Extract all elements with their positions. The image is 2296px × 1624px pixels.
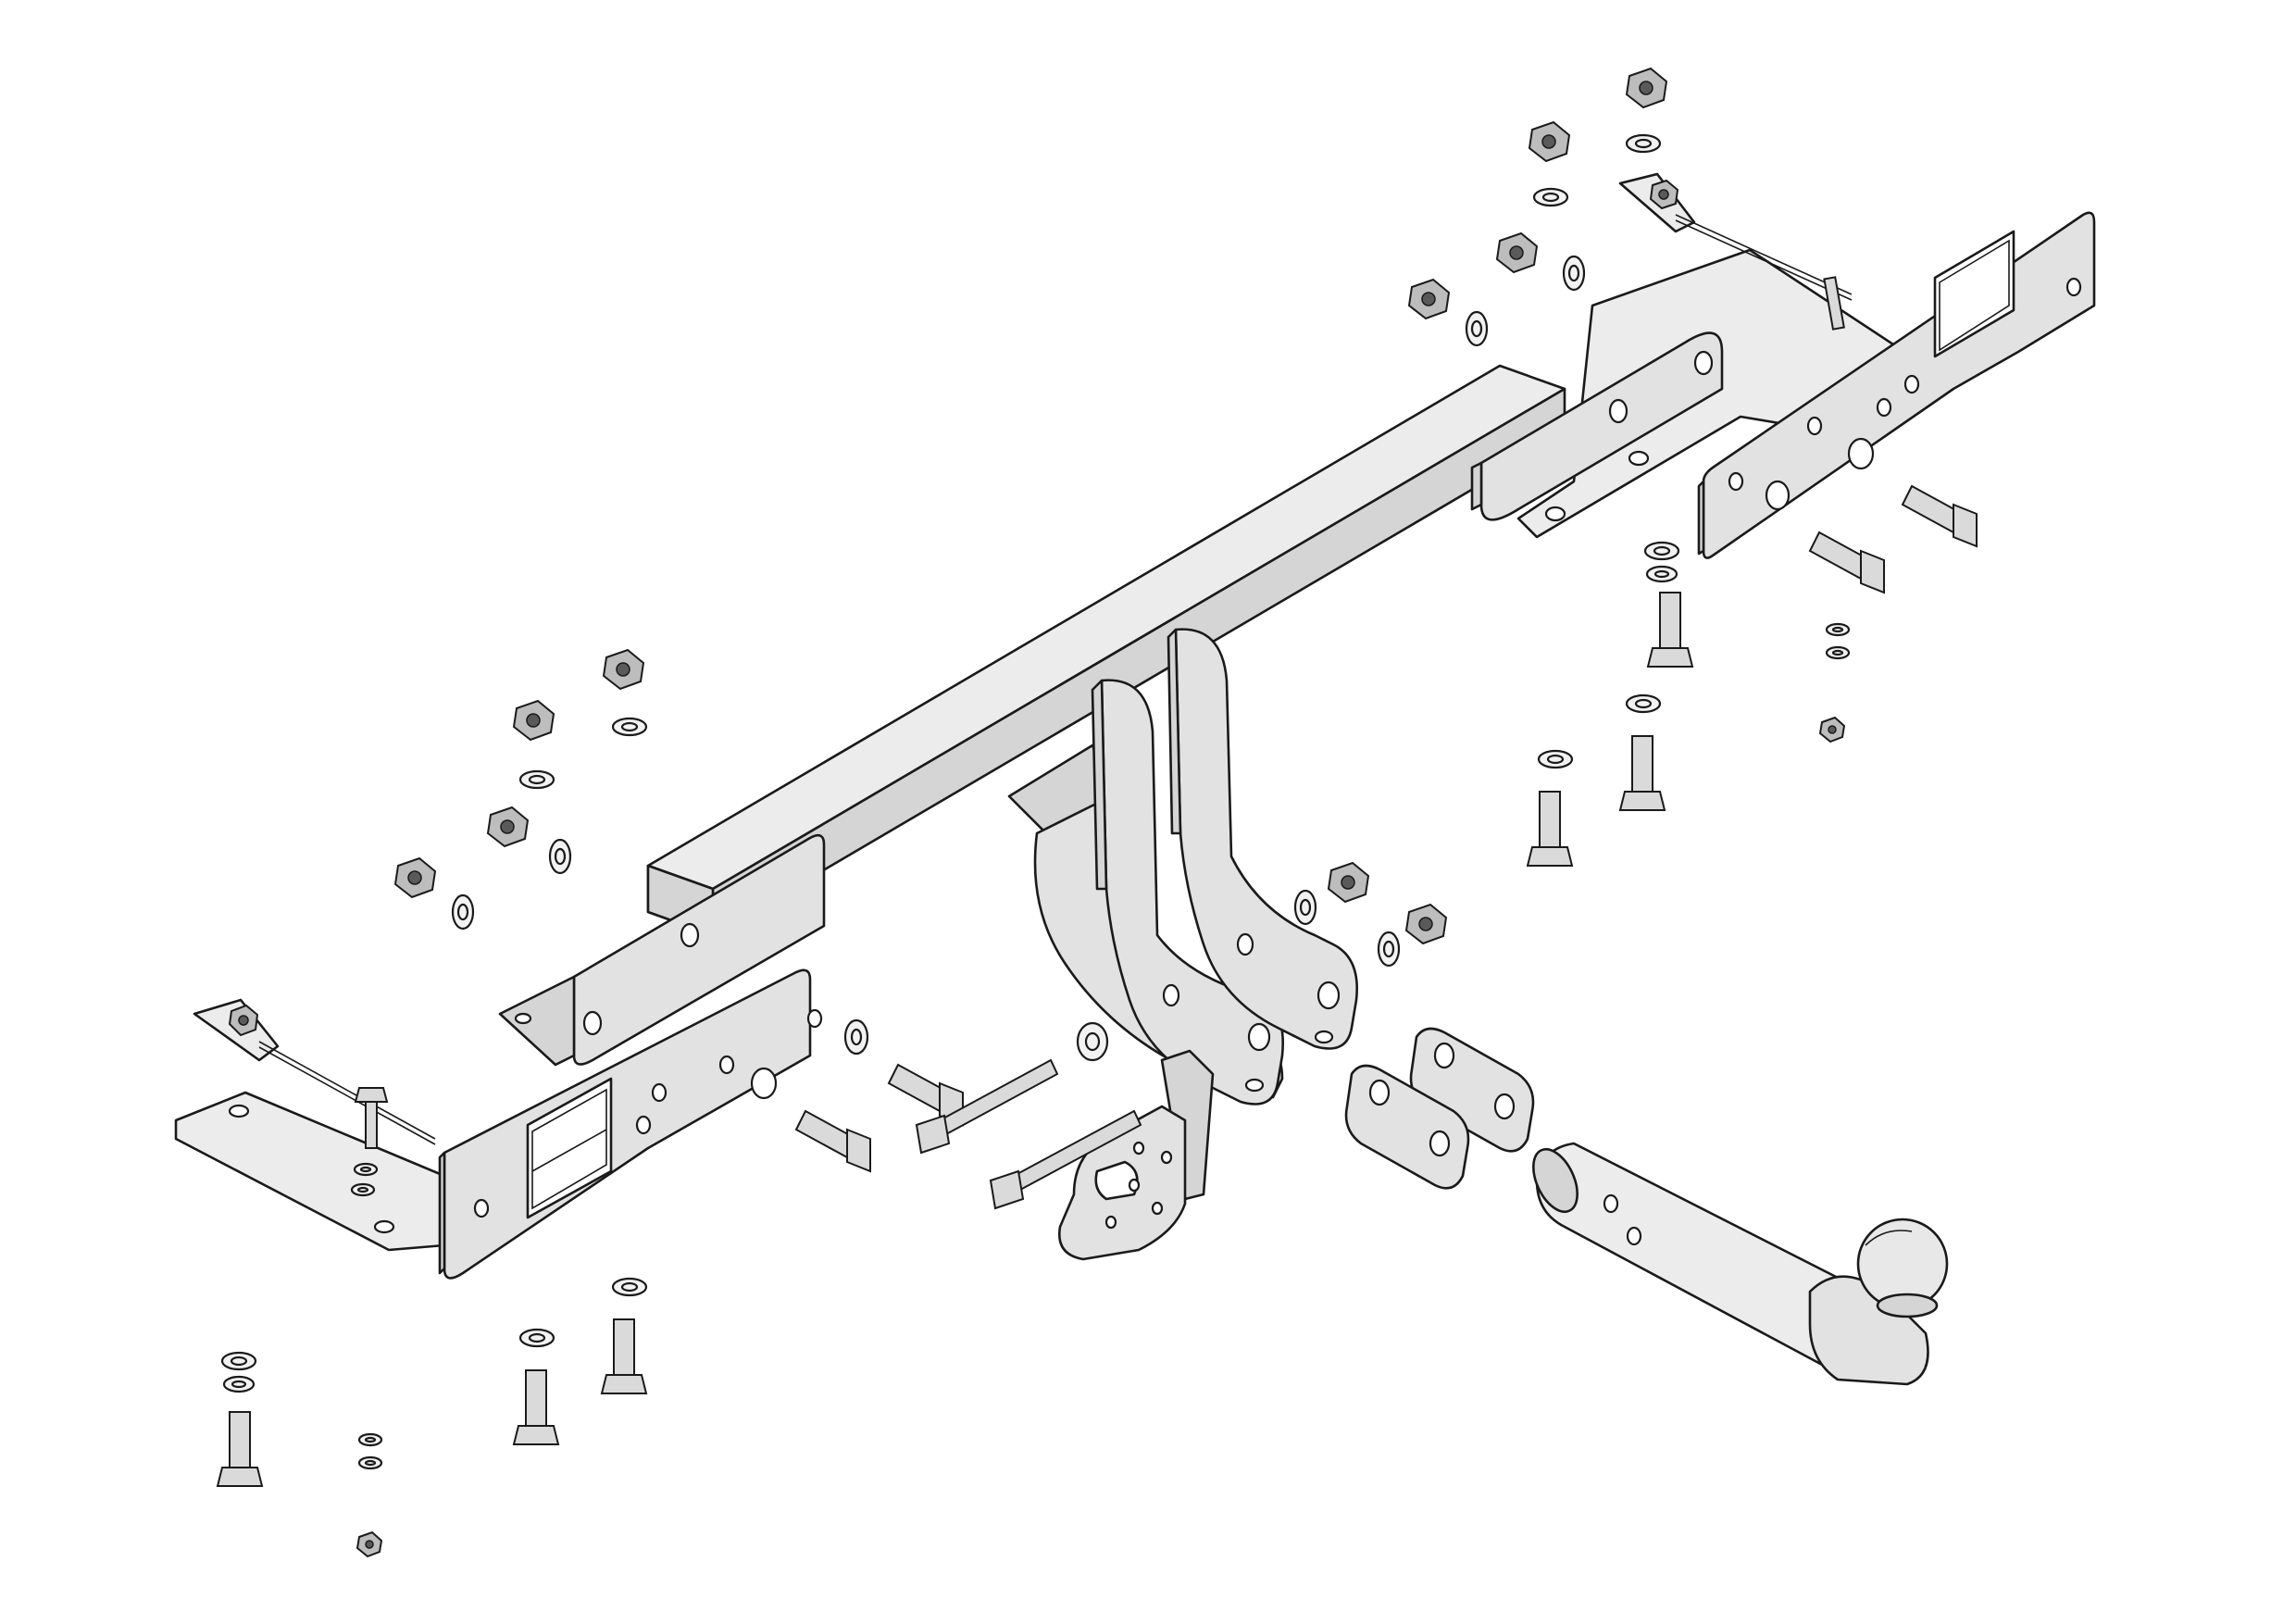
nut <box>1407 278 1451 320</box>
washer <box>1643 541 1680 561</box>
bolt-horizontal <box>1901 484 1978 548</box>
nut <box>1404 903 1448 945</box>
long-bolt <box>989 1109 1142 1210</box>
washer <box>1532 187 1569 207</box>
right-tie-rod <box>1618 172 1853 331</box>
tow-ball-neck <box>1532 1142 1949 1386</box>
washer <box>1645 565 1678 583</box>
nut <box>1818 716 1846 743</box>
washer <box>1625 133 1662 154</box>
nut <box>1625 67 1668 109</box>
washer <box>548 838 572 875</box>
bolt-vertical <box>1646 592 1694 668</box>
spacer-plates <box>1344 1027 1535 1190</box>
nut <box>512 699 555 742</box>
washer <box>1293 889 1317 926</box>
washer <box>611 717 648 737</box>
washer <box>220 1351 257 1371</box>
left-tie-rod <box>193 998 436 1149</box>
nut <box>602 648 645 691</box>
bolt-vertical <box>1618 735 1666 811</box>
washer <box>357 1432 383 1447</box>
bolt-vertical <box>1526 791 1574 867</box>
bolt-vertical <box>600 1318 648 1394</box>
center-hanger-plates <box>1007 628 1358 1106</box>
washer <box>1625 693 1662 714</box>
bolt-horizontal <box>794 1109 871 1173</box>
left-side-bracket <box>174 968 823 1280</box>
socket-mounting-plate <box>1057 1049 1215 1261</box>
washer <box>1825 645 1851 660</box>
washer <box>611 1277 648 1297</box>
nut <box>1327 861 1370 904</box>
nut <box>1528 120 1571 163</box>
washer <box>1537 749 1574 769</box>
washer <box>1377 931 1401 968</box>
bolt-horizontal <box>1808 531 1885 594</box>
washer <box>518 769 555 790</box>
nut <box>393 856 437 899</box>
right-side-bracket <box>1697 211 2096 559</box>
bolt-vertical <box>512 1369 560 1445</box>
washer <box>1562 255 1586 292</box>
long-bolt <box>915 1058 1059 1155</box>
bolt-vertical <box>216 1411 264 1487</box>
washer <box>518 1328 555 1348</box>
washer <box>843 1018 869 1056</box>
nut <box>486 806 530 848</box>
washer <box>1465 310 1489 347</box>
nut <box>356 1530 383 1558</box>
washer <box>357 1455 383 1470</box>
right-mounting-strip <box>1470 248 1928 539</box>
washer <box>222 1375 256 1393</box>
nut <box>1495 231 1539 274</box>
nuts <box>356 67 1846 1558</box>
washer <box>1825 622 1851 637</box>
bolts <box>216 484 1978 1487</box>
washer <box>353 1162 379 1177</box>
washer <box>451 893 475 931</box>
left-mounting-strip <box>498 833 826 1067</box>
washers <box>220 133 1851 1470</box>
washer <box>350 1182 376 1197</box>
washer <box>1076 1021 1109 1062</box>
